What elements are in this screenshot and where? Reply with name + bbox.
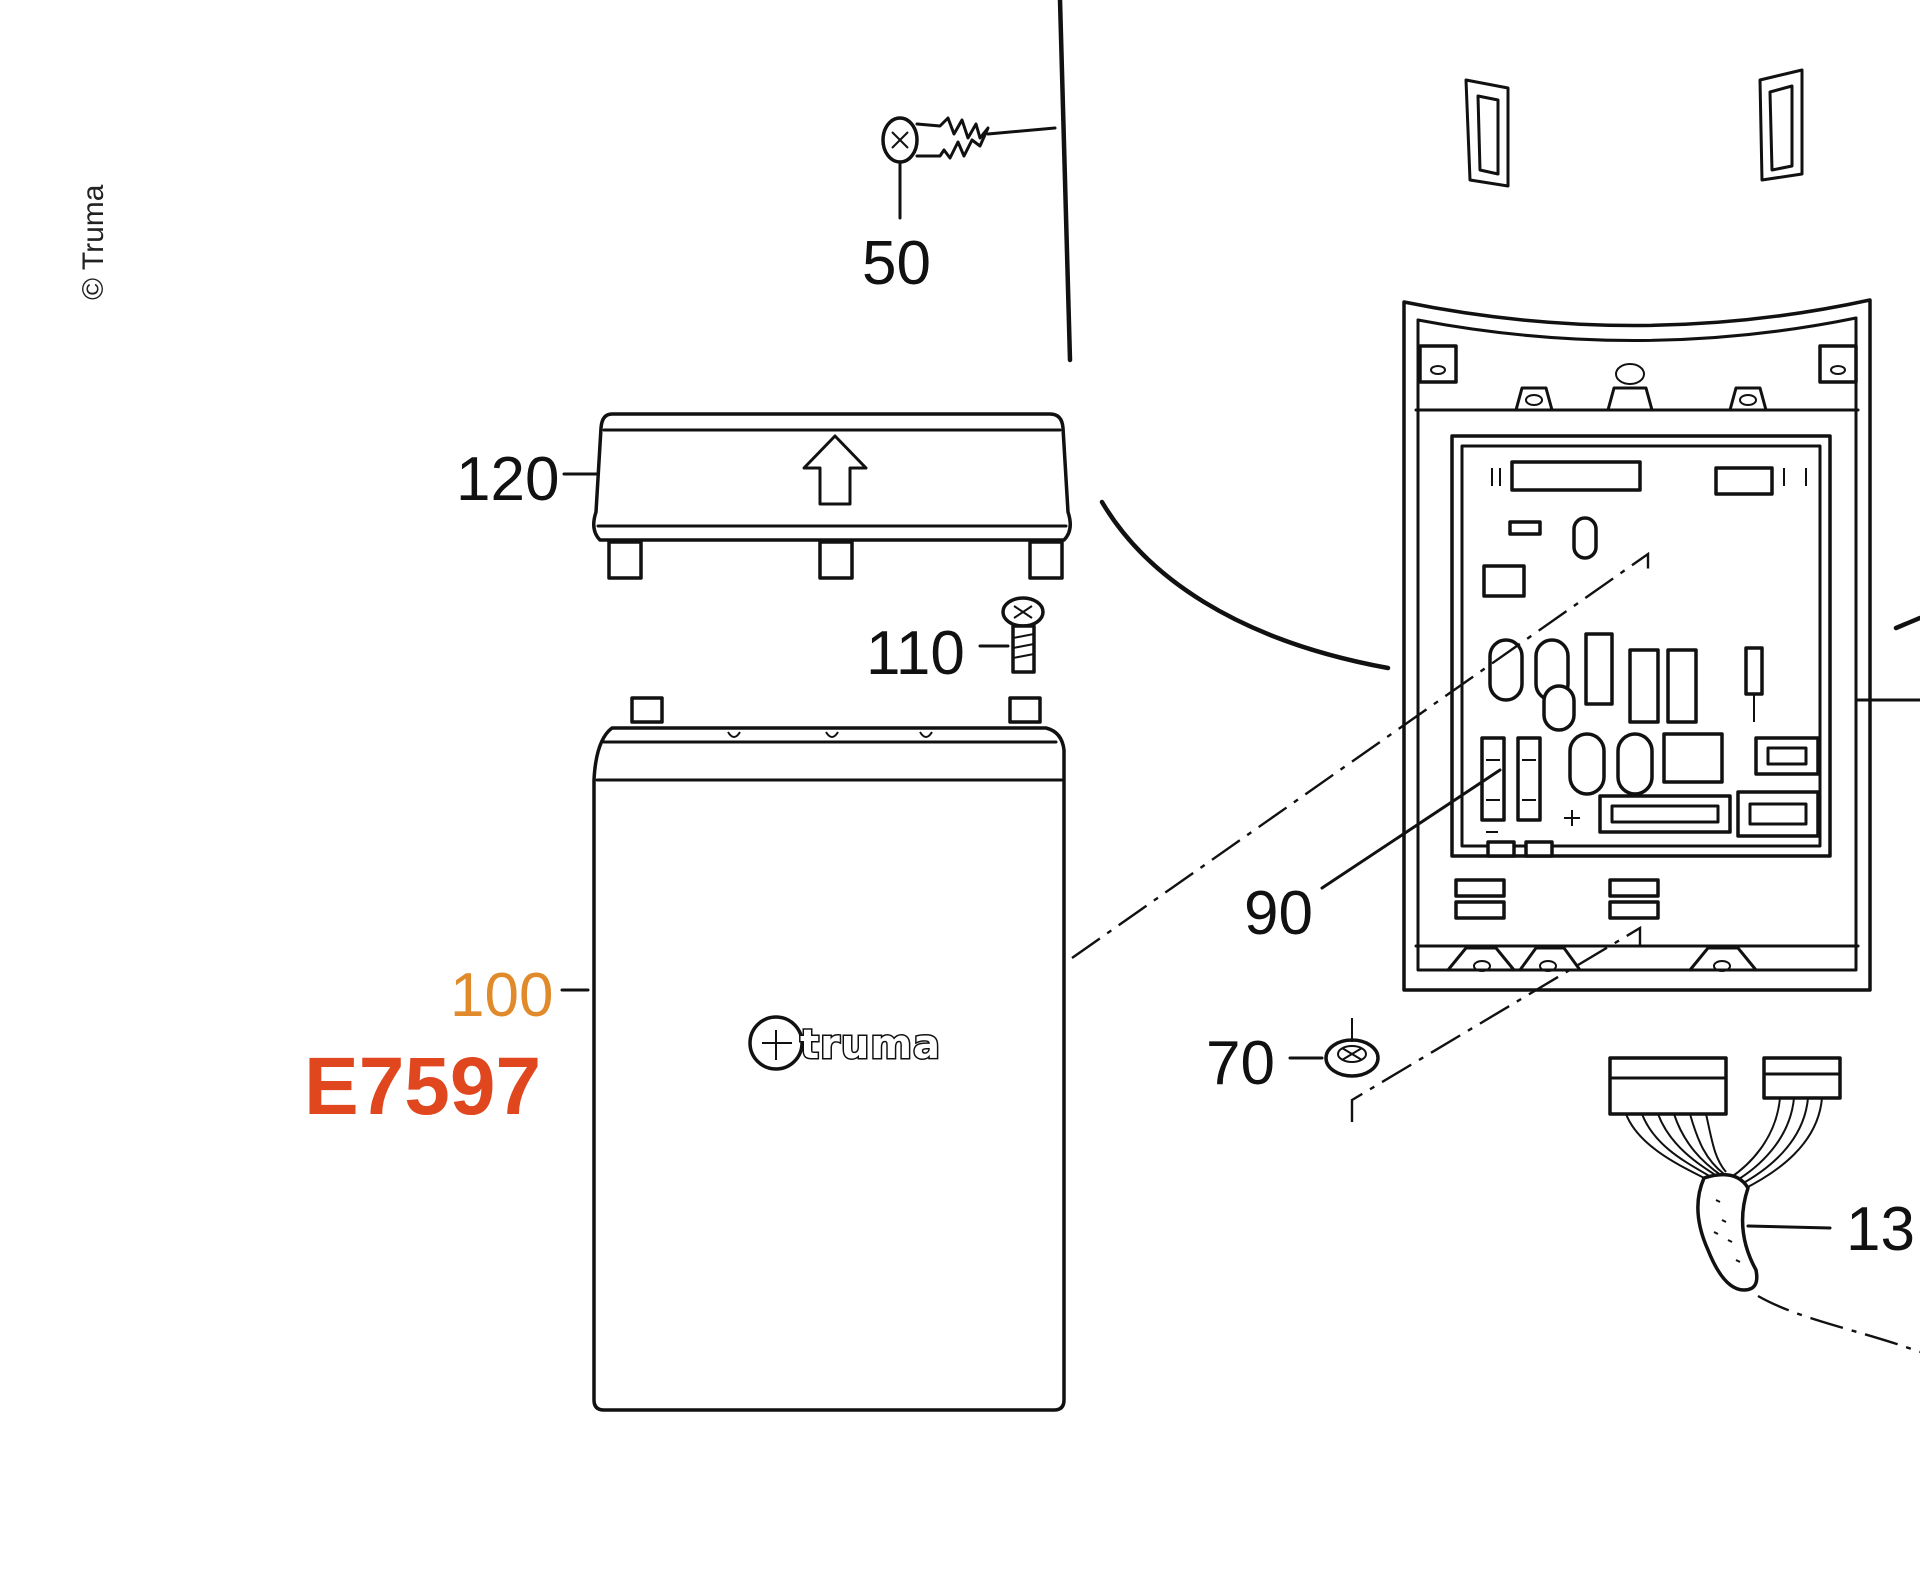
assembly-lines bbox=[1071, 551, 1920, 1354]
copyright-notice: © Truma bbox=[77, 184, 110, 300]
callout-70: 70 bbox=[1206, 1029, 1275, 1098]
top-cover bbox=[592, 412, 1072, 580]
cable-harness bbox=[1608, 1056, 1842, 1292]
screw-110-icon bbox=[1001, 596, 1045, 674]
part-number: E7597 bbox=[304, 1041, 541, 1132]
callout-50: 50 bbox=[862, 229, 931, 298]
screw-icon bbox=[881, 116, 1057, 220]
callout-100: 100 bbox=[450, 961, 553, 1030]
circuit-board bbox=[1450, 434, 1920, 920]
arrow-up-icon bbox=[802, 434, 868, 506]
cap-nut-icon bbox=[1324, 1018, 1380, 1078]
truma-logo-text: truma bbox=[800, 1022, 941, 1068]
callout-120: 120 bbox=[456, 445, 559, 514]
main-housing bbox=[592, 696, 1066, 1412]
callout-13: 13 bbox=[1846, 1195, 1915, 1264]
housing-outline bbox=[1057, 0, 1920, 671]
mounting-clip-left bbox=[1464, 78, 1510, 188]
callout-110: 110 bbox=[866, 619, 965, 688]
mounting-clip-right bbox=[1758, 68, 1804, 182]
truma-logo: truma bbox=[748, 1015, 942, 1071]
leader-90 bbox=[1320, 768, 1502, 890]
callout-90: 90 bbox=[1244, 879, 1313, 948]
